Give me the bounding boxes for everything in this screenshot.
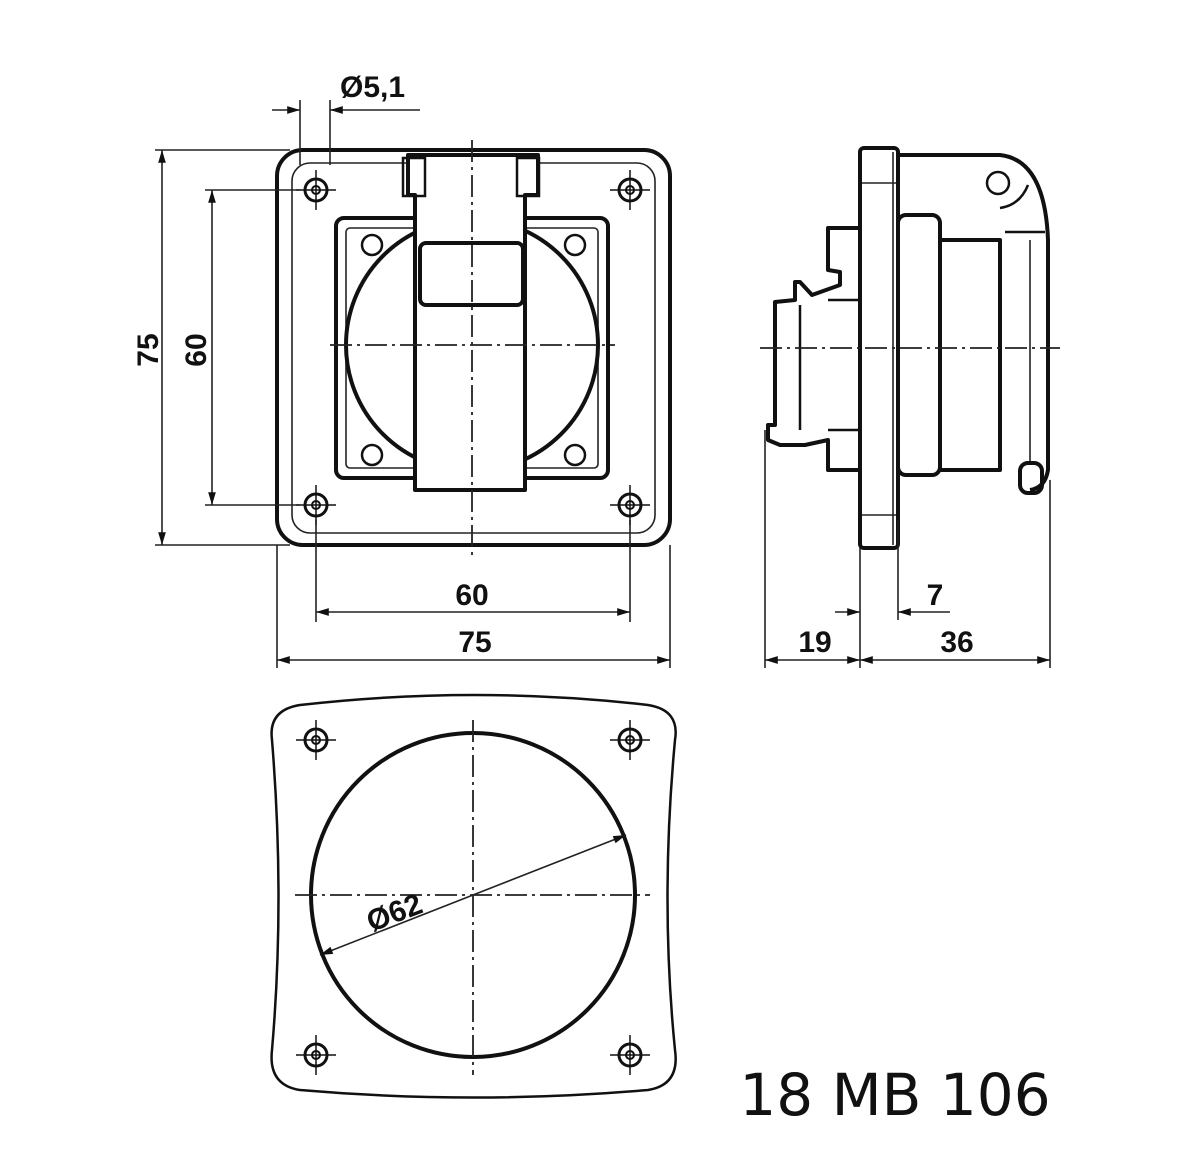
model-code: 18 MB 106 xyxy=(739,1061,1050,1129)
mounting-hole xyxy=(608,168,652,212)
outer-width-label: 75 xyxy=(458,626,491,659)
housing-body xyxy=(940,238,1002,472)
housing-ring xyxy=(896,213,942,477)
hole-spacing-width-label: 60 xyxy=(455,579,488,612)
front-dimensions: Ø5,1 75 60 60 75 xyxy=(132,71,671,668)
hole-spacing-height-label: 60 xyxy=(180,333,213,366)
mounting-hole xyxy=(294,168,338,212)
hinge-icon xyxy=(985,170,1011,196)
rear-depth-label: 19 xyxy=(798,626,831,659)
mounting-plate xyxy=(275,148,672,547)
frame-screws xyxy=(360,233,587,467)
hinged-lid xyxy=(406,153,540,492)
mounting-hole xyxy=(294,1033,338,1077)
lid-hinge-left xyxy=(401,156,427,198)
lid-latch xyxy=(1018,461,1044,495)
flange-offset-label: 7 xyxy=(927,579,944,612)
hole-diameter-label: Ø5,1 xyxy=(340,71,405,104)
diameter-line xyxy=(319,834,627,956)
side-dimensions: 7 19 36 xyxy=(764,430,1051,668)
mounting-hole xyxy=(608,483,652,527)
socket-housing xyxy=(898,153,1050,492)
cable-gland xyxy=(766,226,858,472)
mounting-hole xyxy=(294,483,338,527)
lid-hinge-right xyxy=(515,156,541,198)
label-window xyxy=(418,241,525,307)
mounting-hole xyxy=(294,718,338,762)
cutout-outline xyxy=(270,693,677,1099)
side-view xyxy=(760,146,1060,550)
front-view xyxy=(275,140,672,560)
mounting-hole xyxy=(608,718,652,762)
cutout-view: Ø62 xyxy=(270,693,677,1099)
front-depth-label: 36 xyxy=(940,626,973,659)
outer-height-label: 75 xyxy=(132,333,165,366)
mounting-hole xyxy=(608,1033,652,1077)
